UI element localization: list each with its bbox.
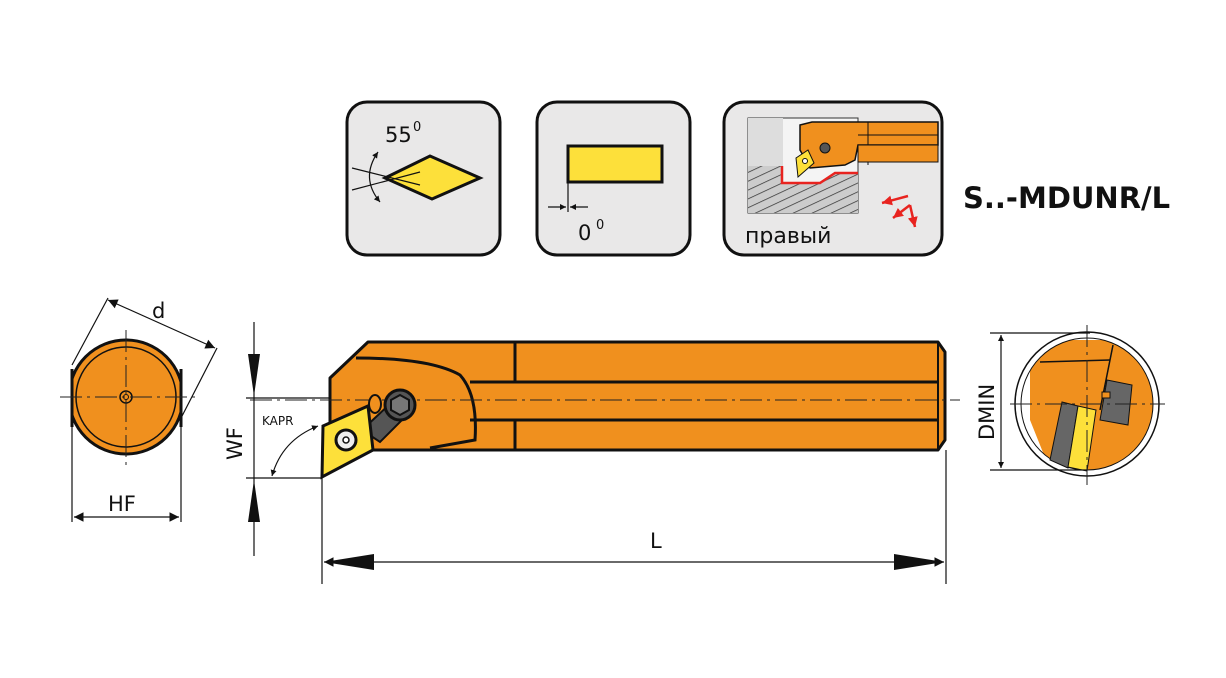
- insert-angle-unit: 0: [413, 120, 421, 135]
- dimension-dmin-label: DMIN: [975, 384, 999, 440]
- front-end-view: d HF: [60, 297, 218, 522]
- hand-panel: правый: [722, 100, 944, 257]
- feed-direction-icon: [881, 194, 918, 228]
- insert-angle-value: 55: [385, 123, 412, 147]
- holder-body: [328, 340, 947, 452]
- right-hand-boring-icon: [747, 117, 939, 214]
- hand-label: правый: [745, 224, 831, 249]
- clearance-angle-panel: 0 0: [535, 100, 692, 257]
- dimension-d-label: d: [152, 299, 165, 323]
- insert-shape-panel: 55 0: [345, 100, 502, 257]
- dimension-l-label: L: [650, 529, 662, 553]
- dimension-kapr-label: KAPR: [262, 414, 293, 428]
- clearance-angle-unit: 0: [596, 218, 604, 233]
- clearance-angle-value: 0: [578, 221, 591, 245]
- dimension-hf-label: HF: [108, 492, 136, 516]
- dimension-wf-label: WF: [223, 427, 247, 460]
- clearance-angle-icon: [566, 144, 664, 184]
- tool-designation-title: S..-MDUNR/L: [963, 181, 1170, 215]
- tool-holder-side-view: WF KAPR L: [223, 322, 960, 584]
- diamond-insert-icon: [381, 154, 484, 201]
- rear-end-view: DMIN: [975, 325, 1165, 485]
